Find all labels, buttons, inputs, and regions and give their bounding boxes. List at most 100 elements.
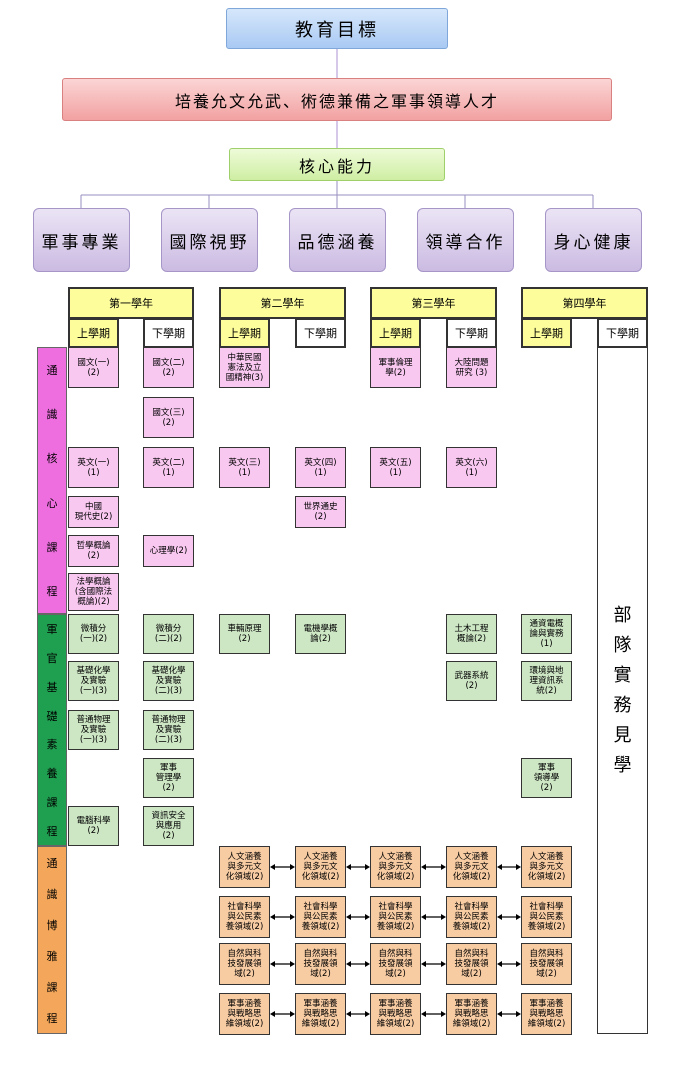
course-english-3: 英文(三) (1)	[219, 447, 270, 488]
arrow-head	[270, 1011, 275, 1017]
arrow-head	[441, 1011, 446, 1017]
course-military-strategy: 軍事涵養 與戰略思 維領域(2)	[521, 993, 572, 1035]
category-char: 程	[46, 824, 58, 838]
y4-semester-1: 上學期	[521, 318, 572, 348]
arrow-head	[365, 914, 370, 920]
course-vehicle-principles: 車輛原理 (2)	[219, 614, 270, 654]
course-social-science: 社會科學 與公民素 養領域(2)	[219, 896, 270, 938]
course-weapon-systems: 武器系統 (2)	[446, 661, 497, 701]
course-info-security: 資訊安全 與應用 (2)	[143, 806, 194, 846]
category-char: 雅	[46, 949, 58, 963]
arrow-head	[497, 961, 502, 967]
arrow-head	[346, 1011, 351, 1017]
core-abilities-title: 核心能力	[229, 148, 445, 181]
course-natural-science: 自然與科 技發展領 域(2)	[521, 943, 572, 985]
arrow-head	[290, 914, 295, 920]
course-chinese-2: 國文(二) (2)	[143, 347, 194, 388]
liberal-arts-arrows	[270, 864, 521, 1017]
course-military-ethics: 軍事倫理 學(2)	[370, 347, 421, 388]
course-chemistry-1: 基礎化學 及實驗 (一)(3)	[68, 661, 119, 701]
year-3-header: 第三學年	[370, 287, 497, 319]
practice-char: 學	[613, 754, 632, 776]
practice-char: 部	[613, 604, 632, 626]
category-char: 礎	[46, 709, 58, 723]
category-char: 養	[46, 767, 58, 781]
arrow-head	[421, 1011, 426, 1017]
course-natural-science: 自然與科 技發展領 域(2)	[446, 943, 497, 985]
arrow-head	[497, 914, 502, 920]
course-modern-china-history: 中國 現代史(2)	[68, 496, 119, 528]
arrow-head	[270, 864, 275, 870]
arrow-head	[290, 864, 295, 870]
category-char: 軍	[46, 623, 58, 637]
course-civil-engineering: 土木工程 概論(2)	[446, 614, 497, 654]
category-char: 課	[46, 540, 58, 554]
category-char: 博	[46, 918, 58, 932]
category-general-core: 通 識 核 心 課 程	[37, 347, 67, 614]
course-calculus-1: 微積分 (一)(2)	[68, 614, 119, 654]
category-general-liberal: 通 識 博 雅 課 程	[37, 846, 67, 1034]
y4-semester-2: 下學期	[597, 318, 648, 348]
arrow-head	[421, 914, 426, 920]
practice-char: 實	[613, 664, 632, 686]
course-chemistry-2: 基礎化學 及實驗 (二)(3)	[143, 661, 194, 701]
course-humanities: 人文涵養 與多元文 化領域(2)	[446, 846, 497, 888]
course-english-6: 英文(六) (1)	[446, 447, 497, 488]
course-natural-science: 自然與科 技發展領 域(2)	[295, 943, 346, 985]
course-natural-science: 自然與科 技發展領 域(2)	[370, 943, 421, 985]
category-char: 識	[46, 408, 58, 422]
category-char: 程	[46, 1011, 58, 1025]
year-4-header: 第四學年	[521, 287, 648, 319]
arrow-head	[270, 914, 275, 920]
arrow-head	[365, 961, 370, 967]
arrow-head	[290, 961, 295, 967]
course-social-science: 社會科學 與公民素 養領域(2)	[521, 896, 572, 938]
course-mainland-studies: 大陸問題 研究 (3)	[446, 347, 497, 388]
arrow-head	[346, 914, 351, 920]
category-char: 核	[46, 452, 58, 466]
course-computer-science: 電腦科學 (2)	[68, 806, 119, 846]
y2-semester-1: 上學期	[219, 318, 270, 348]
category-char: 識	[46, 887, 58, 901]
y1-semester-2: 下學期	[143, 318, 194, 348]
course-english-2: 英文(二) (1)	[143, 447, 194, 488]
course-military-leadership: 軍事 領導學 (2)	[521, 758, 572, 798]
course-comm-info-electronics: 通資電概 論與實務 (1)	[521, 614, 572, 654]
course-physics-1: 普通物理 及實驗 (一)(3)	[68, 710, 119, 750]
unit-practice-column: 部 隊 實 務 見 學	[597, 347, 648, 1034]
course-natural-science: 自然與科 技發展領 域(2)	[219, 943, 270, 985]
year-2-header: 第二學年	[219, 287, 346, 319]
arrow-head	[516, 1011, 521, 1017]
arrow-head	[497, 1011, 502, 1017]
arrow-head	[346, 864, 351, 870]
core-ability-health: 身心健康	[545, 208, 642, 272]
category-char: 心	[46, 496, 58, 510]
y1-semester-1: 上學期	[68, 318, 119, 348]
course-electrical-engineering: 電機學概 論(2)	[295, 614, 346, 654]
education-goal-title: 教育目標	[226, 8, 448, 49]
category-char: 基	[46, 680, 58, 694]
course-humanities: 人文涵養 與多元文 化領域(2)	[295, 846, 346, 888]
education-goal-statement: 培養允文允武、術德兼備之軍事領導人才	[62, 78, 612, 121]
course-law: 法學概論 (含國際法 概論)(2)	[68, 573, 119, 611]
course-psychology: 心理學(2)	[143, 535, 194, 567]
category-char: 通	[46, 856, 58, 870]
arrow-head	[270, 961, 275, 967]
arrow-head	[421, 864, 426, 870]
course-english-5: 英文(五) (1)	[370, 447, 421, 488]
course-calculus-2: 微積分 (二)(2)	[143, 614, 194, 654]
y3-semester-1: 上學期	[370, 318, 421, 348]
course-humanities: 人文涵養 與多元文 化領域(2)	[219, 846, 270, 888]
y2-semester-2: 下學期	[295, 318, 346, 348]
arrow-head	[441, 864, 446, 870]
category-char: 通	[46, 364, 58, 378]
core-ability-leadership: 領導合作	[417, 208, 514, 272]
arrow-head	[497, 864, 502, 870]
arrow-head	[441, 961, 446, 967]
arrow-head	[516, 864, 521, 870]
course-humanities: 人文涵養 與多元文 化領域(2)	[370, 846, 421, 888]
arrow-head	[346, 961, 351, 967]
course-military-strategy: 軍事涵養 與戰略思 維領域(2)	[219, 993, 270, 1035]
